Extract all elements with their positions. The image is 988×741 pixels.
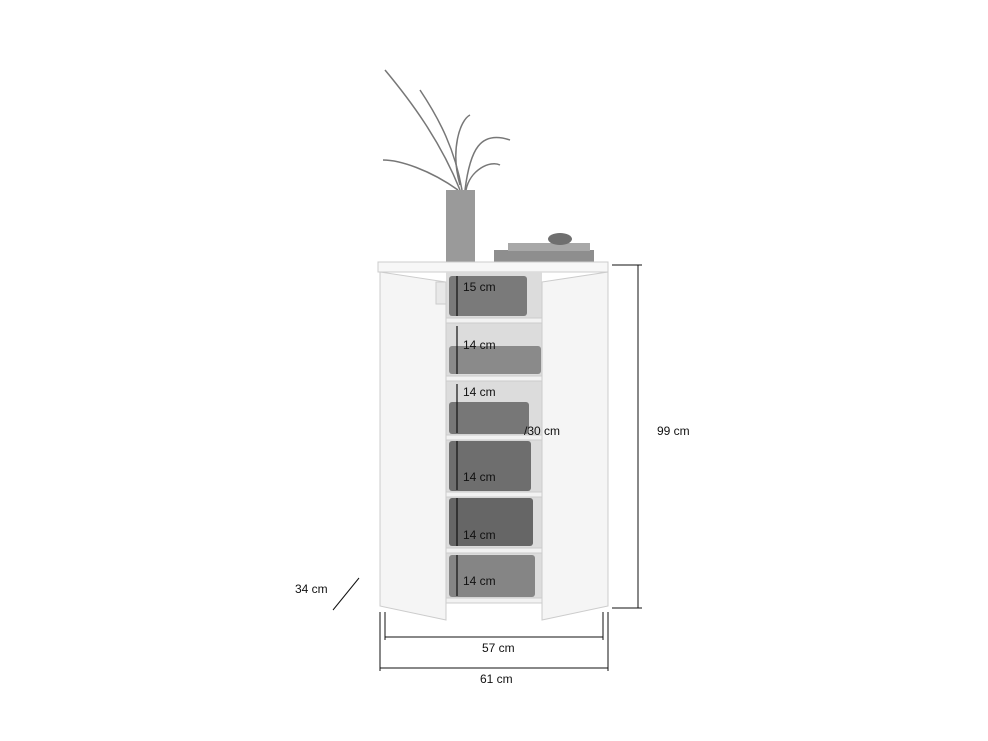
- plant: [382, 69, 511, 191]
- decor-object: [548, 233, 572, 245]
- cabinet-top: [377, 261, 609, 273]
- right-door: [541, 271, 609, 621]
- depth-label: 34 cm: [295, 582, 328, 596]
- shelf-2-height-label: 14 cm: [463, 338, 496, 352]
- book-stack: [494, 250, 594, 262]
- depth-dimension-line: [332, 577, 360, 611]
- left-door: [379, 271, 447, 621]
- inner-depth-label: /30 cm: [524, 424, 561, 438]
- shelf-6-height-label: 14 cm: [463, 574, 496, 588]
- outer-width-dimension-line: [379, 612, 609, 671]
- outer-width-label: 61 cm: [480, 672, 513, 686]
- height-label: 99 cm: [657, 424, 690, 438]
- shelf-3-height-label: 14 cm: [463, 385, 496, 399]
- left-door-handle: [435, 281, 447, 305]
- shelf-5-height-label: 14 cm: [463, 528, 496, 542]
- inner-width-dimension-line: [384, 612, 604, 640]
- height-dimension-line: [612, 264, 642, 609]
- vase: [446, 190, 475, 262]
- shelf-1-height-label: 15 cm: [463, 280, 496, 294]
- shelf-4-height-label: 14 cm: [463, 470, 496, 484]
- clothes-stacks: [449, 276, 541, 597]
- book-top: [508, 243, 590, 251]
- inner-width-label: 57 cm: [482, 641, 515, 655]
